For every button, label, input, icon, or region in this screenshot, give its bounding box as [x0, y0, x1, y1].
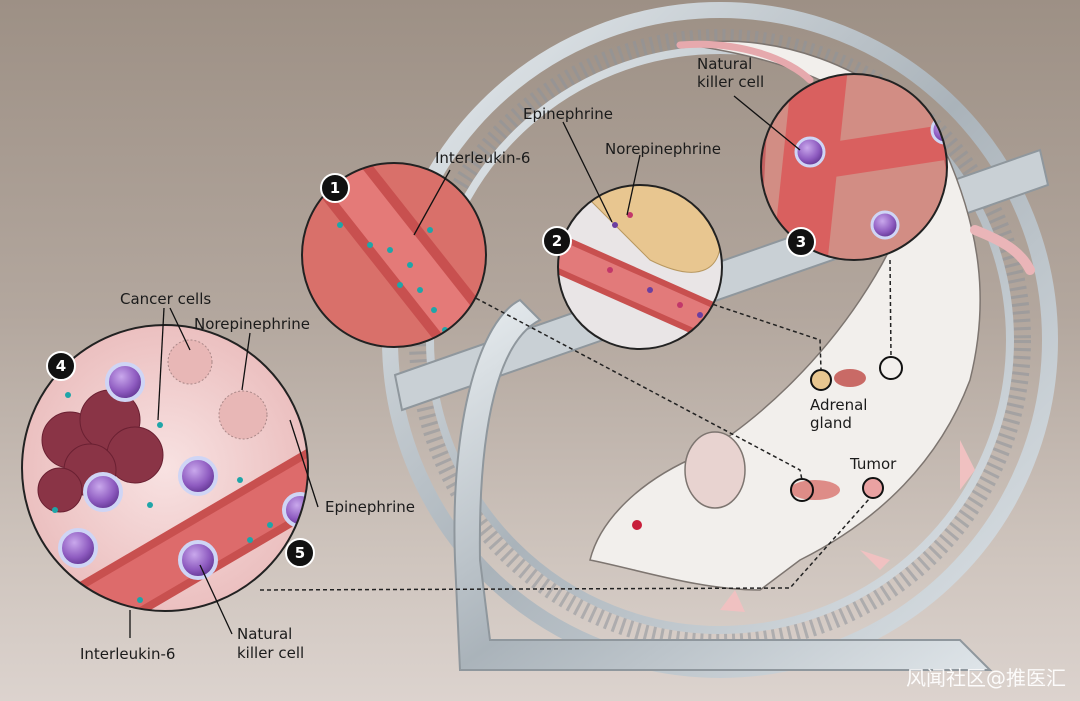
label-interleukin-6-top: Interleukin-6	[435, 149, 531, 167]
step-1-badge: 1	[320, 173, 350, 203]
label-natural-killer-bottom-1: Natural	[237, 625, 293, 643]
label-adrenal-1: Adrenal	[810, 396, 868, 414]
mouse	[589, 40, 1035, 612]
label-norepinephrine-left: Norepinephrine	[194, 315, 310, 333]
step-3-badge: 3	[786, 227, 816, 257]
inset-1-muscle	[301, 162, 487, 348]
step-2-badge: 2	[542, 226, 572, 256]
leader-lines	[129, 95, 801, 638]
step-4-badge: 4	[46, 351, 76, 381]
inset-2-adrenal	[557, 184, 723, 350]
label-natural-killer-top-1: Natural	[697, 55, 753, 73]
label-adrenal-2: gland	[810, 414, 852, 432]
connector-lines	[259, 259, 892, 591]
label-natural-killer-top-2: killer cell	[697, 73, 765, 91]
label-natural-killer-bottom-2: killer cell	[237, 644, 305, 662]
step-5-badge: 5	[285, 538, 315, 568]
label-norepinephrine-top: Norepinephrine	[605, 140, 721, 158]
label-cancer-cells: Cancer cells	[120, 290, 212, 308]
watermark: 风闻社区@推医汇	[906, 666, 1066, 690]
label-epinephrine-top: Epinephrine	[523, 105, 613, 123]
inset-4-tumor	[21, 324, 309, 612]
label-interleukin-6-bottom: Interleukin-6	[80, 645, 176, 663]
label-tumor: Tumor	[850, 455, 897, 473]
label-epinephrine-left: Epinephrine	[325, 498, 415, 516]
